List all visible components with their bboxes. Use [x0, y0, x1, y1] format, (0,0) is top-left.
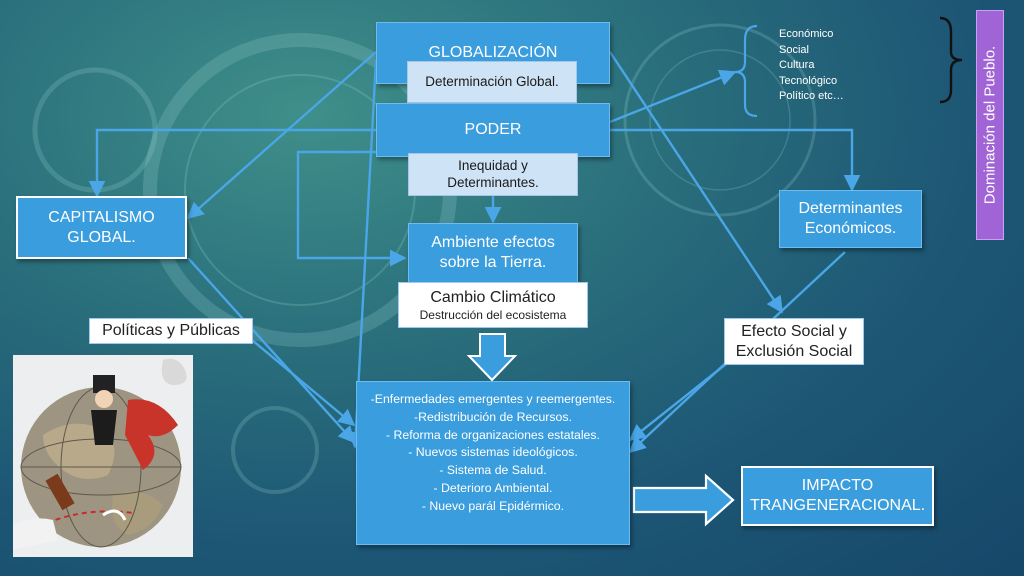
right-block-arrow — [632, 473, 735, 527]
dominacion-box: Dominación del Pueblo. — [976, 10, 1004, 240]
inequidad-label: Inequidad y Determinantes. — [447, 157, 539, 190]
effect-item: - Deterioro Ambiental. — [433, 481, 553, 496]
down-block-arrow — [466, 333, 518, 382]
globalizacion-label: GLOBALIZACIÓN — [428, 44, 558, 61]
effect-item: - Nuevos sistemas ideológicos. — [408, 445, 578, 460]
effect-item: - Sistema de Salud. — [439, 463, 547, 478]
destruccion-label: Destrucción del ecosistema — [419, 307, 567, 322]
poder-box: PODER — [376, 103, 610, 157]
aspect-item: Tecnológico — [779, 74, 838, 87]
arrow-poder-aspectos — [609, 69, 737, 124]
capitalismo-box: CAPITALISMO GLOBAL. — [16, 196, 187, 259]
determinacion-global-box: Determinación Global. — [407, 61, 577, 103]
aspects-list: Económico Social Cultura Tecnológico Pol… — [779, 27, 844, 105]
effects-box: -Enfermedades emergentes y reemergentes.… — [356, 381, 630, 545]
impacto-box: IMPACTO TRANGENERACIONAL. — [741, 466, 934, 526]
determinantes-economicos-box: Determinantes Económicos. — [779, 190, 922, 248]
arrow-capitalismo-efectos — [187, 257, 356, 444]
poder-label: PODER — [464, 121, 522, 138]
politicas-box: Políticas y Públicas — [89, 318, 253, 344]
aspect-item: Social — [779, 43, 809, 56]
arrow-poder-ambiente — [296, 150, 407, 267]
dominacion-label: Dominación del Pueblo. — [981, 45, 999, 205]
arrow-poder-capitalismo — [88, 128, 376, 198]
capitalismo-label: CAPITALISMO GLOBAL. — [48, 208, 155, 246]
aspect-item: Político etc… — [779, 90, 844, 103]
effect-item: -Enfermedades emergentes y reemergentes. — [370, 392, 616, 406]
aspect-item: Cultura — [779, 59, 815, 72]
ambiente-box: Ambiente efectos sobre la Tierra. — [408, 223, 578, 283]
efecto-social-label: Efecto Social y Exclusión Social — [735, 322, 853, 360]
arrow-politicas-efectos — [251, 339, 356, 427]
cambio-climatico-box: Cambio Climático Destrucción del ecosist… — [398, 282, 588, 328]
ambiente-label: Ambiente efectos sobre la Tierra. — [431, 234, 555, 271]
dominacion-bracket — [939, 16, 963, 104]
arrow-poder-determinantes — [610, 128, 861, 192]
effect-item: -Redistribución de Recursos. — [414, 409, 572, 424]
politicas-label: Políticas y Públicas — [102, 322, 240, 339]
aspects-bracket — [734, 24, 758, 118]
efecto-social-box: Efecto Social y Exclusión Social — [724, 318, 864, 365]
inequidad-box: Inequidad y Determinantes. — [408, 153, 578, 196]
cambio-climatico-label: Cambio Climático — [430, 288, 556, 306]
impacto-label: IMPACTO TRANGENERACIONAL. — [749, 477, 926, 514]
arrow-globalizacion-efecto — [608, 51, 784, 314]
determinantes-economicos-label: Determinantes Económicos. — [798, 200, 903, 237]
determinacion-global-label: Determinación Global. — [425, 73, 559, 89]
arrow-efecto-efectos — [628, 363, 727, 442]
effect-item: - Nuevo parál Epidérmico. — [421, 498, 565, 513]
effect-item: - Reforma de organizaciones estatales. — [386, 427, 600, 442]
globe-image — [13, 358, 187, 550]
arrow-globalizacion-capitalismo — [186, 51, 377, 220]
globe-illustration — [13, 355, 193, 557]
aspect-item: Económico — [779, 28, 834, 40]
